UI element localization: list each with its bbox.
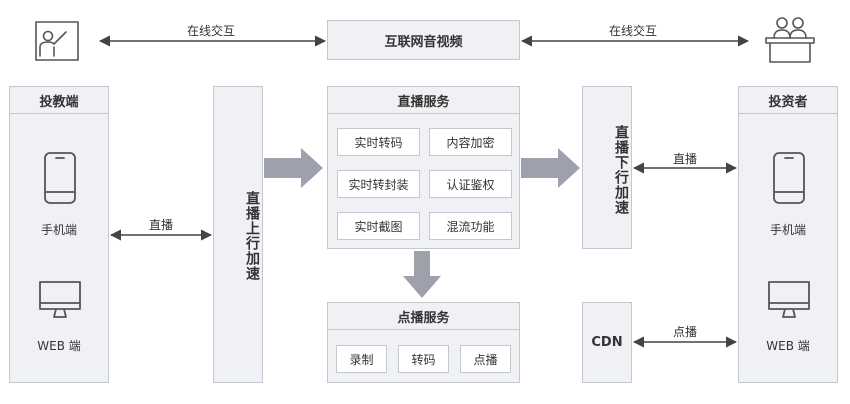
uplink-to-live-arrow [264, 148, 323, 188]
investor-web-label: WEB 端 [766, 339, 810, 353]
feature-recording: 录制 [336, 345, 387, 373]
cdn-vod-link-label: 点播 [673, 325, 698, 339]
teacher-live-link-label: 直播 [149, 218, 174, 232]
uplink-acceleration-box: 直播上行加速 [213, 86, 263, 383]
feature-realtime-snapshot: 实时截图 [337, 212, 420, 240]
internet-av-label: 互联网音视频 [384, 34, 463, 50]
internet-av-box: 互联网音视频 [327, 20, 520, 60]
feature-content-encryption: 内容加密 [429, 128, 512, 156]
downlink-label: 直播下行加速 [613, 125, 629, 215]
mobile-phone-icon [43, 151, 77, 205]
vod-service-panel: 点播服务 录制 转码 点播 [327, 302, 520, 383]
feature-stream-mixing: 混流功能 [429, 212, 512, 240]
investor-icon [760, 14, 820, 64]
right-interaction-label: 在线交互 [609, 24, 658, 38]
live-service-title: 直播服务 [328, 87, 519, 114]
feature-vod-play: 点播 [460, 345, 511, 373]
cdn-label: CDN [591, 335, 623, 350]
investor-panel-title: 投资者 [739, 87, 837, 114]
mobile-phone-icon [772, 151, 806, 205]
feature-realtime-remux: 实时转封装 [337, 170, 420, 198]
downlink-acceleration-box: 直播下行加速 [582, 86, 632, 249]
vod-service-title: 点播服务 [328, 303, 519, 330]
teacher-panel-title: 投教端 [10, 87, 108, 114]
monitor-icon [767, 280, 811, 320]
feature-authentication: 认证鉴权 [429, 170, 512, 198]
live-to-vod-arrow [403, 251, 441, 298]
teacher-mobile-label: 手机端 [40, 223, 77, 237]
teacher-web-label: WEB 端 [37, 339, 81, 353]
cdn-box: CDN [582, 302, 632, 383]
uplink-label: 直播上行加速 [244, 191, 260, 281]
teacher-icon [32, 16, 82, 64]
monitor-icon [38, 280, 82, 320]
live-service-panel: 直播服务 实时转码 内容加密 实时转封装 认证鉴权 实时截图 混流功能 [327, 86, 520, 249]
investor-panel: 投资者 手机端 WEB 端 [738, 86, 838, 383]
feature-realtime-transcode: 实时转码 [337, 128, 420, 156]
live-to-downlink-arrow [521, 148, 580, 188]
feature-transcode: 转码 [398, 345, 449, 373]
teacher-panel: 投教端 手机端 WEB 端 [9, 86, 109, 383]
left-interaction-label: 在线交互 [187, 24, 236, 38]
investor-mobile-label: 手机端 [769, 223, 806, 237]
